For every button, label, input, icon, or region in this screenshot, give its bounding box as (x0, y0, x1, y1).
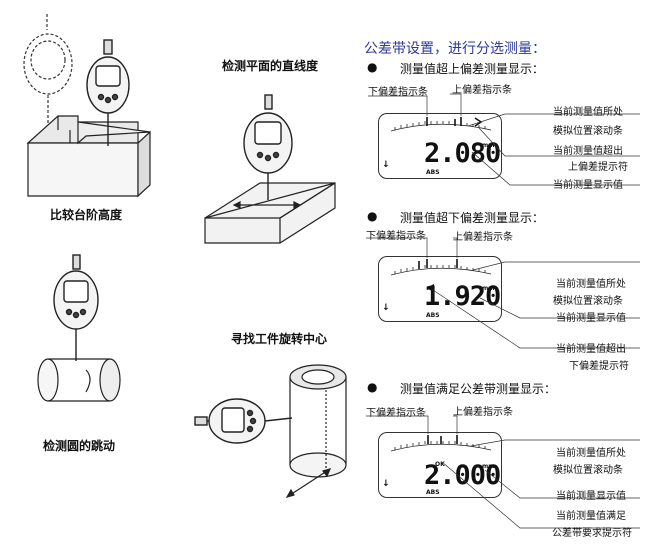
section-3-abs: ABS (426, 489, 440, 496)
section-1-upper-label: 上偏差指示条 (452, 85, 512, 96)
dashed-indicator (23, 14, 73, 124)
rotation-indicator (194, 398, 293, 444)
section-3-title: 测量值满足公差带测量显示： (400, 382, 557, 396)
flat-indicator (243, 94, 293, 200)
section-2-lower-label: 下偏差指示条 (366, 231, 426, 242)
section-1-note-3: 当前测量值超出 (553, 146, 623, 157)
section-2-note-5: 下偏差提示符 (569, 361, 629, 372)
caption-step-height: 比较台阶高度 (50, 208, 123, 222)
runout-cylinder (37, 358, 121, 402)
section-3-note-1: 当前测量值所处 (556, 448, 626, 459)
section-3-note-4: 当前测量值满足 (556, 511, 626, 522)
down-arrow-icon: ↓ (382, 303, 390, 313)
section-3-lcd: ↓ OK 2.000 mm ABS (378, 432, 502, 498)
section-1-note-2: 模拟位置滚动条 (553, 126, 623, 137)
section-3-lower-label: 下偏差指示条 (366, 408, 426, 419)
caption-flatness: 检测平面的直线度 (222, 59, 319, 73)
step-block (26, 115, 151, 198)
section-3-note-2: 模拟位置滚动条 (553, 465, 623, 476)
section-1-unit: mm (482, 142, 495, 149)
section-2-note-1: 当前测量值所处 (556, 279, 626, 290)
down-arrow-icon: ↓ (382, 160, 390, 170)
section-2-note-2: 模拟位置滚动条 (553, 296, 623, 307)
down-arrow-icon: ↓ (382, 479, 390, 489)
solid-indicator (86, 39, 130, 146)
section-1-lower-label: 下偏差指示条 (368, 87, 428, 98)
rotation-tube (289, 364, 347, 478)
section-1-note-5: 当前测量显示值 (553, 180, 623, 191)
section-3-note-3: 当前测量显示值 (556, 491, 626, 502)
section-2-title: 测量值超下偏差测量显示： (400, 211, 545, 225)
section-3-upper-label: 上偏差指示条 (453, 407, 513, 418)
section-1-note-4: 上偏差提示符 (568, 162, 628, 173)
section-2-bullet: ● (367, 209, 378, 223)
section-2-upper-label: 上偏差指示条 (453, 232, 513, 243)
section-2-unit: mm (482, 285, 495, 292)
section-3-note-5: 公差带要求提示符 (552, 528, 632, 539)
section-1-note-1: 当前测量值所处 (553, 107, 623, 118)
flat-plate (204, 182, 336, 244)
section-2-note-3: 当前测量显示值 (556, 313, 626, 324)
section-1-abs: ABS (426, 169, 440, 176)
section-2-note-4: 当前测量值超出 (556, 344, 626, 355)
section-1-lcd: ↓ 2.080 mm ABS (378, 113, 502, 179)
section-1-bullet: ● (367, 60, 378, 74)
section-3-ok: OK (435, 461, 445, 468)
section-3-unit: mm (482, 463, 495, 470)
tolerance-heading: 公差带设置，进行分选测量： (364, 41, 546, 57)
runout-indicator (53, 254, 99, 361)
section-1-title: 测量值超上偏差测量显示： (400, 62, 545, 76)
section-2-abs: ABS (426, 312, 440, 319)
caption-runout: 检测圆的跳动 (43, 439, 116, 453)
section-2-lcd: ↓ 1.920 mm ABS (378, 256, 502, 322)
section-3-bullet: ● (367, 380, 378, 394)
caption-rotation-center: 寻找工件旋转中心 (231, 332, 328, 346)
two-way-arrow (285, 468, 332, 498)
